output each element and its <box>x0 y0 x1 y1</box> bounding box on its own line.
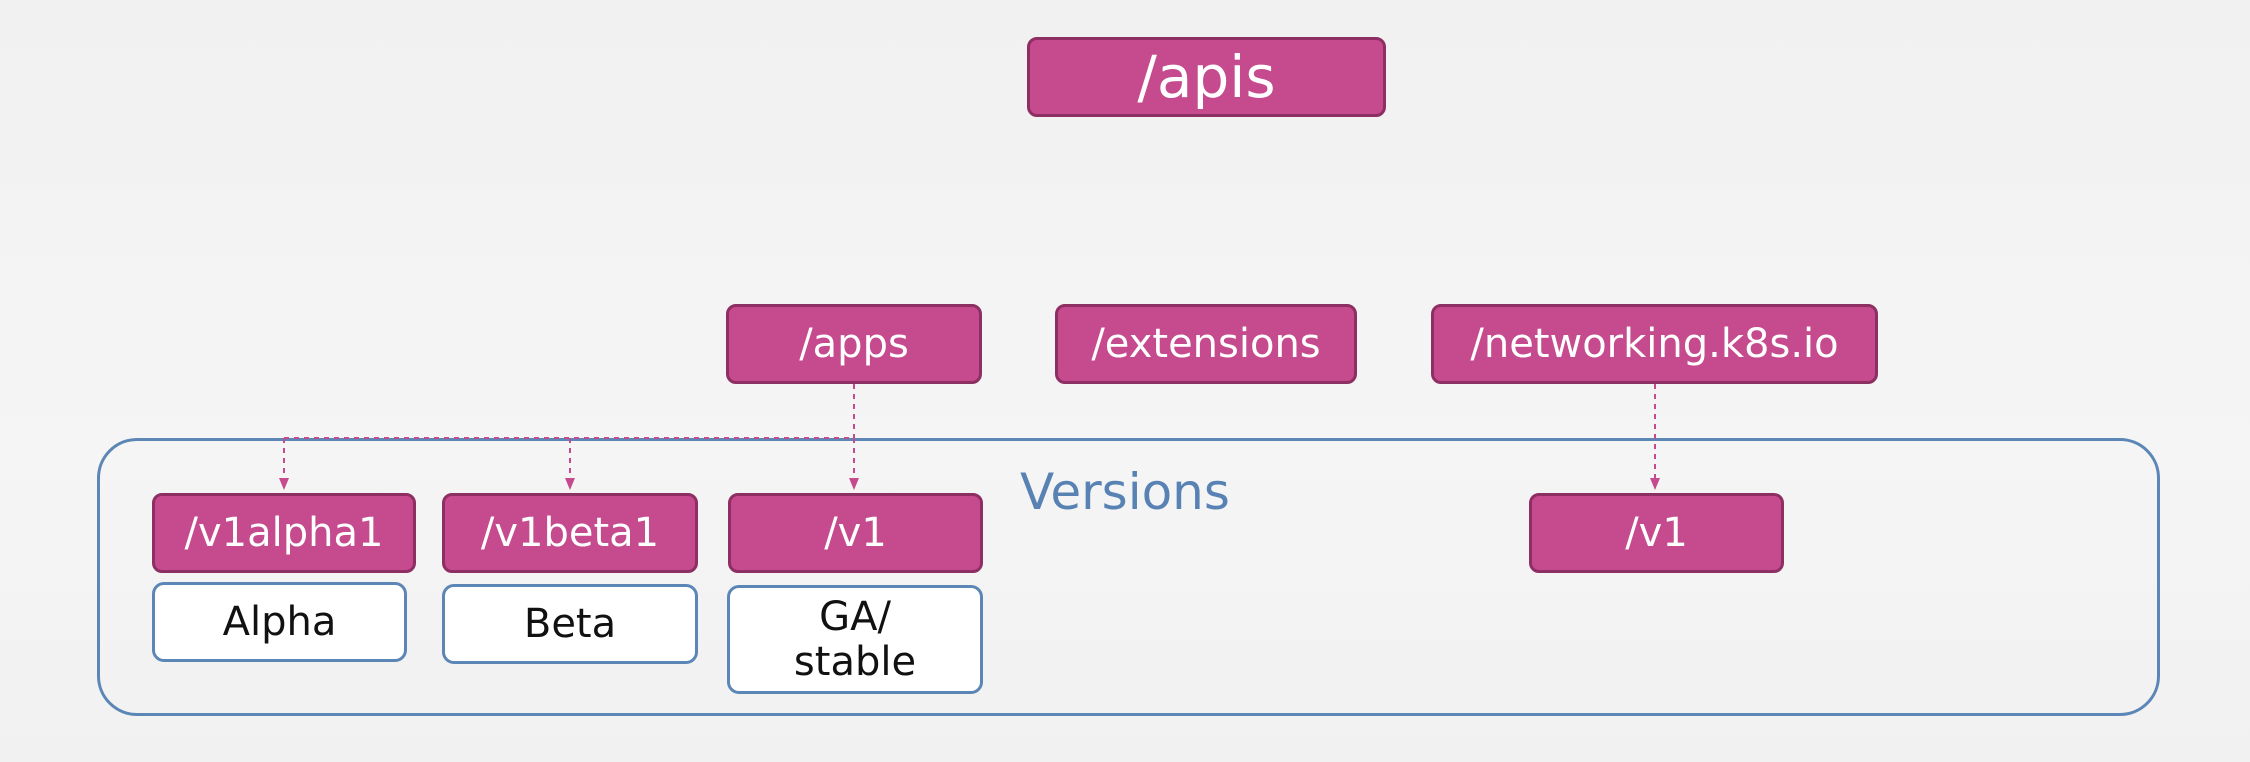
stage-ga-stable-box: GA/ stable <box>727 585 983 694</box>
version-v1-networking-node: /v1 <box>1529 493 1784 573</box>
version-v1beta1-label: /v1beta1 <box>480 510 660 556</box>
version-v1-networking-label: /v1 <box>1625 510 1688 556</box>
stage-ga-label-line2: stable <box>793 638 917 685</box>
group-networking-node: /networking.k8s.io <box>1431 304 1878 384</box>
group-extensions-node: /extensions <box>1055 304 1357 384</box>
versions-group-frame <box>97 438 2160 716</box>
group-apps-node: /apps <box>726 304 982 384</box>
stage-ga-label-line1: GA/ <box>819 593 891 640</box>
root-apis-label: /apis <box>1137 43 1276 111</box>
version-v1beta1-node: /v1beta1 <box>442 493 698 573</box>
stage-beta-box: Beta <box>442 584 698 664</box>
version-v1alpha1-label: /v1alpha1 <box>184 510 384 556</box>
group-networking-label: /networking.k8s.io <box>1470 321 1839 367</box>
group-apps-label: /apps <box>799 321 909 367</box>
version-v1alpha1-node: /v1alpha1 <box>152 493 416 573</box>
version-v1-apps-node: /v1 <box>728 493 983 573</box>
versions-title: Versions <box>1020 463 1230 521</box>
stage-alpha-box: Alpha <box>152 582 407 662</box>
version-v1-apps-label: /v1 <box>824 510 887 556</box>
group-extensions-label: /extensions <box>1091 321 1321 367</box>
stage-beta-label: Beta <box>523 600 617 647</box>
root-apis-node: /apis <box>1027 37 1386 117</box>
stage-alpha-label: Alpha <box>222 598 337 645</box>
